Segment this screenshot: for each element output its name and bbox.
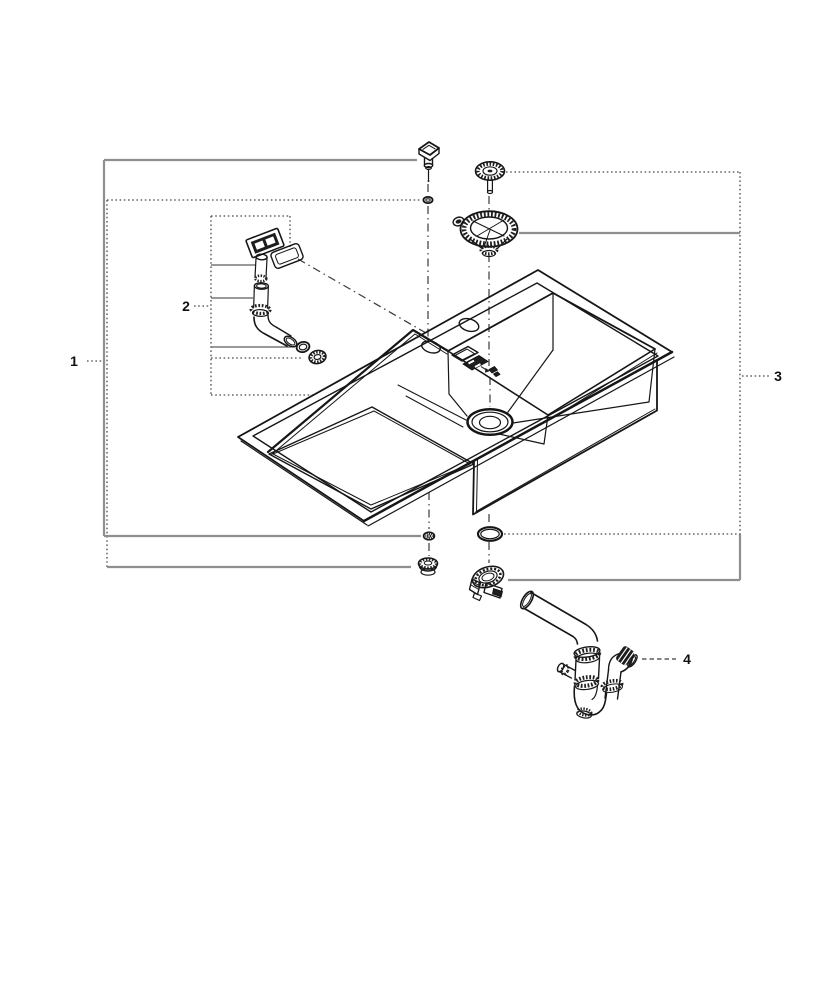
overflow-gasket: [270, 243, 304, 269]
callout-4-label: 4: [683, 651, 691, 667]
trap-outlet-connector: [616, 646, 638, 668]
drain-ring: [466, 407, 514, 437]
callout-2-label: 2: [182, 298, 190, 314]
bowl-under-box: [472, 360, 658, 516]
siphon-trap: [519, 590, 638, 719]
knob-o-ring: [422, 195, 434, 204]
knob-locking-nut-small: [422, 531, 436, 541]
drainboard: [268, 384, 475, 510]
deck-overflow-recess: [451, 345, 479, 362]
drain-valve: [468, 565, 505, 602]
callout-3-label: 3: [774, 368, 782, 384]
overflow-cover-plate: [245, 227, 285, 259]
overflow-pipe-upper: [253, 253, 268, 283]
overflow-pipe-lower: [249, 282, 272, 317]
basket-strainer: [452, 210, 519, 258]
sink-body: [237, 269, 675, 527]
overflow-o-ring: [295, 340, 311, 354]
callout-1-label: 1: [70, 353, 78, 369]
deck-slotted-cover: [462, 355, 489, 371]
overflow-slip-nut: [308, 349, 327, 365]
waste-control-knob: [418, 141, 440, 182]
strainer-handle-lug: [452, 216, 465, 227]
assembly-centerlines: [297, 184, 491, 563]
overflow-elbow: [253, 314, 298, 348]
drain-seal-ring: [476, 526, 504, 542]
knob-mounting-nut: [417, 557, 439, 576]
callouts: 1 2 3 4: [70, 298, 782, 667]
overflow-group-box: [210, 215, 313, 396]
strainer-plug: [474, 161, 506, 195]
sink-bowl: [447, 292, 658, 445]
deck-hole-knob: [421, 340, 441, 354]
deck-fastener: [480, 365, 501, 378]
group-bracket-lines: [102, 158, 742, 582]
trap-side-stub: [556, 662, 577, 679]
deck-hole-faucet: [458, 317, 480, 333]
